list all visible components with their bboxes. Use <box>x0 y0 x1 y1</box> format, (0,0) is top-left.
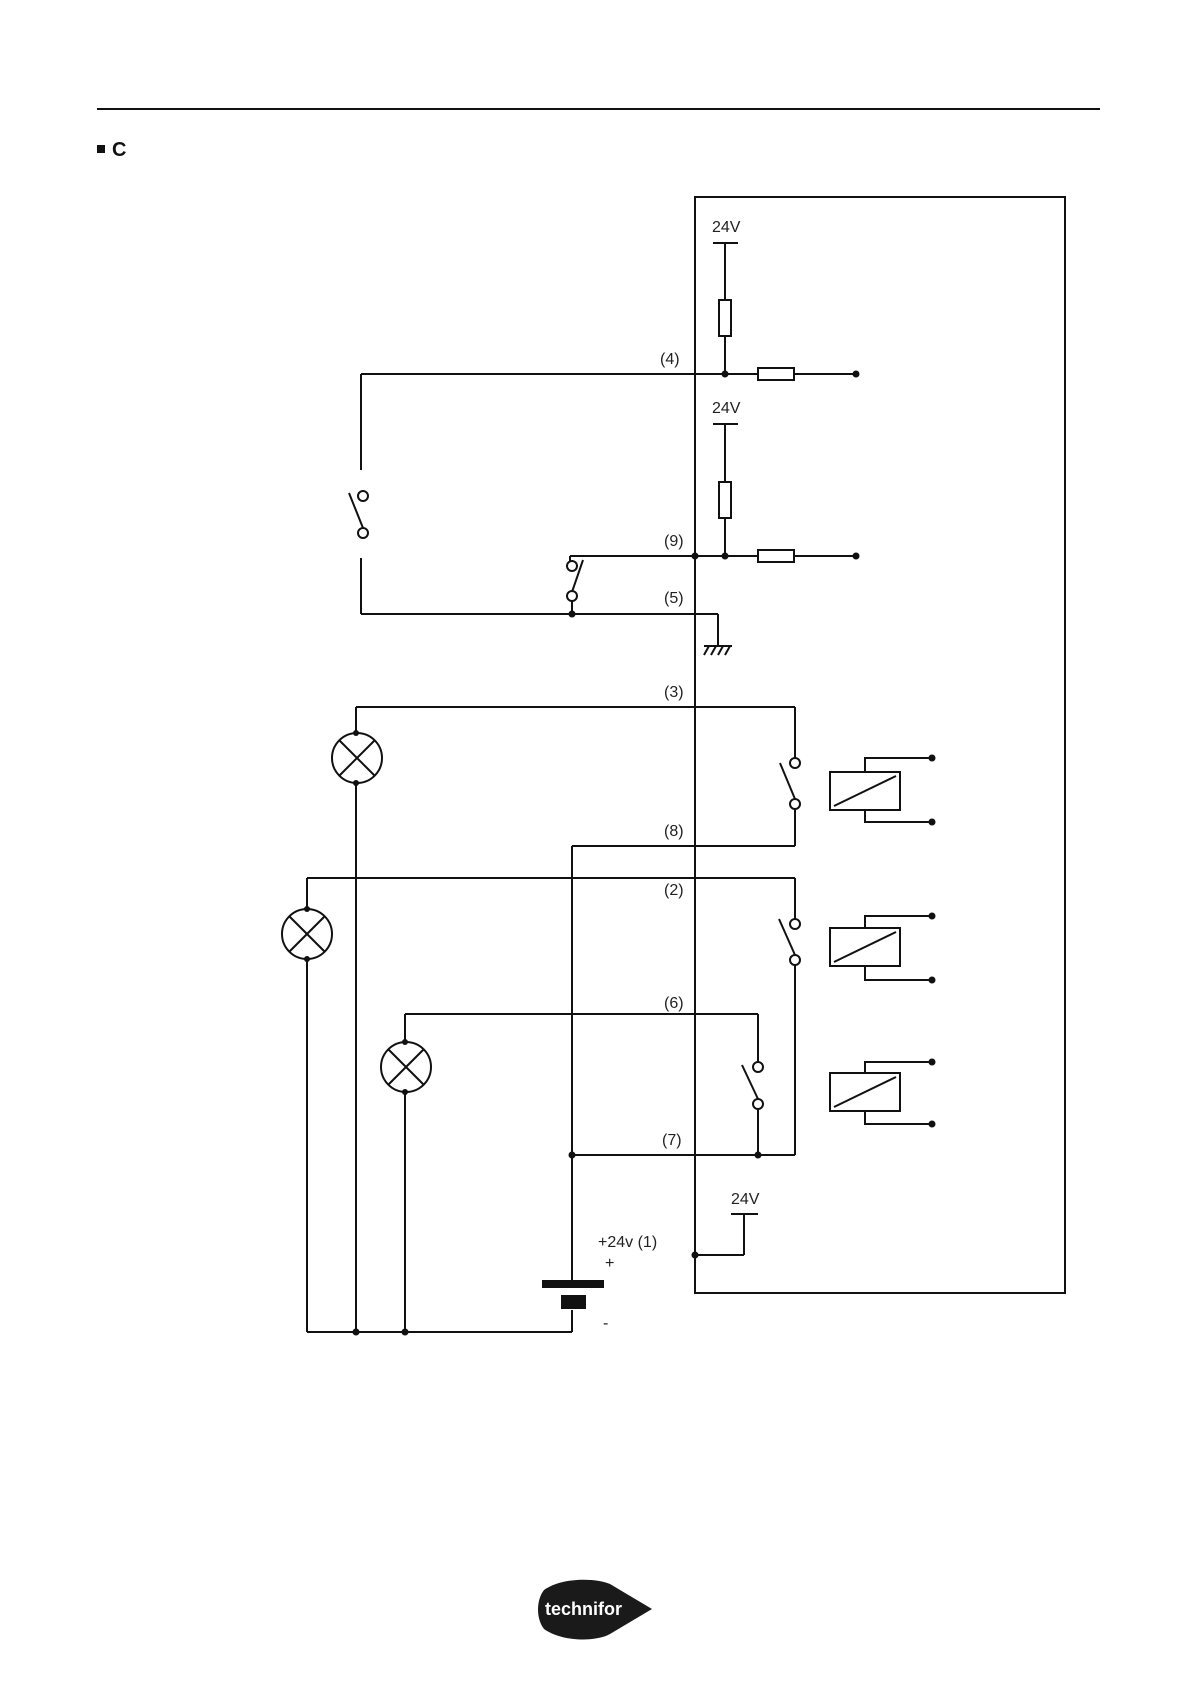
terminal-label-8: (8) <box>664 823 684 840</box>
terminal-label-2: (2) <box>664 882 684 899</box>
switch-blade <box>779 919 795 955</box>
terminal-label-5: (5) <box>664 590 684 607</box>
wire <box>865 916 932 928</box>
wire <box>865 1111 932 1124</box>
junction-dot <box>402 1089 408 1095</box>
battery-plate-negative <box>561 1295 586 1309</box>
voltage-label: 24V <box>712 400 741 417</box>
technifor-logo: technifor <box>538 1575 658 1645</box>
wire <box>865 810 932 822</box>
voltage-label: 24V <box>712 219 741 236</box>
contact <box>753 1099 763 1109</box>
contact <box>567 561 577 571</box>
voltage-label: 24V <box>731 1191 760 1208</box>
battery-plate-positive <box>542 1280 604 1288</box>
junction-dot <box>304 906 310 912</box>
junction-dot <box>692 1252 699 1259</box>
wire <box>865 1062 932 1073</box>
junction-dot <box>722 371 729 378</box>
junction-dot <box>929 819 936 826</box>
junction-dot <box>569 1152 576 1159</box>
junction-dot <box>853 553 860 560</box>
resistor <box>719 482 731 518</box>
battery-minus-label: - <box>603 1315 608 1332</box>
junction-dot <box>402 1039 408 1045</box>
module-box <box>695 197 1065 1293</box>
junction-dot <box>929 1121 936 1128</box>
junction-dot <box>353 780 359 786</box>
contact <box>567 591 577 601</box>
terminal-label-4: (4) <box>660 351 680 368</box>
terminal-label-3: (3) <box>664 684 684 701</box>
logo-text: technifor <box>545 1599 622 1619</box>
terminal-label-6: (6) <box>664 995 684 1012</box>
junction-dot <box>722 553 729 560</box>
contact <box>790 758 800 768</box>
junction-dot <box>353 730 359 736</box>
resistor <box>758 368 794 380</box>
contact <box>753 1062 763 1072</box>
terminal-label-1: +24v (1) <box>598 1234 657 1251</box>
junction-dot <box>853 371 860 378</box>
terminal-label-9: (9) <box>664 533 684 550</box>
wire <box>865 966 932 980</box>
junction-dot <box>929 977 936 984</box>
switch-blade <box>349 493 363 528</box>
junction-dot <box>402 1329 409 1336</box>
contact <box>358 491 368 501</box>
terminal-label-7: (7) <box>662 1132 682 1149</box>
resistor <box>719 300 731 336</box>
contact <box>790 919 800 929</box>
junction-dot <box>353 1329 360 1336</box>
switch-blade <box>742 1065 758 1099</box>
resistor <box>758 550 794 562</box>
contact <box>358 528 368 538</box>
battery-plus-label: + <box>605 1255 614 1272</box>
junction-dot <box>929 755 936 762</box>
junction-dot <box>304 956 310 962</box>
contact <box>790 799 800 809</box>
junction-dot <box>929 1059 936 1066</box>
contact <box>790 955 800 965</box>
junction-dot <box>755 1152 762 1159</box>
wire <box>865 758 932 772</box>
junction-dot <box>569 611 576 618</box>
junction-dot <box>692 553 699 560</box>
junction-dot <box>929 913 936 920</box>
